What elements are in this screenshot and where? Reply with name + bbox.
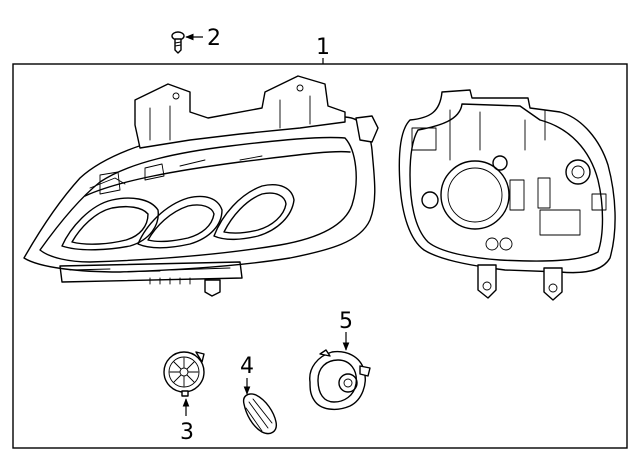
assembly-frame <box>12 63 628 449</box>
headlamp-assembly <box>23 75 379 297</box>
callout-2: 2 <box>207 26 221 51</box>
callout-1: 1 <box>316 35 330 60</box>
headlamp-rear-view <box>398 89 616 301</box>
callout-4: 4 <box>240 354 254 379</box>
seal-part <box>242 393 277 435</box>
cap-part <box>163 351 205 397</box>
callout-3: 3 <box>180 420 194 445</box>
screw-part <box>171 31 185 54</box>
socket-part <box>309 349 371 411</box>
callout-5: 5 <box>339 309 353 334</box>
